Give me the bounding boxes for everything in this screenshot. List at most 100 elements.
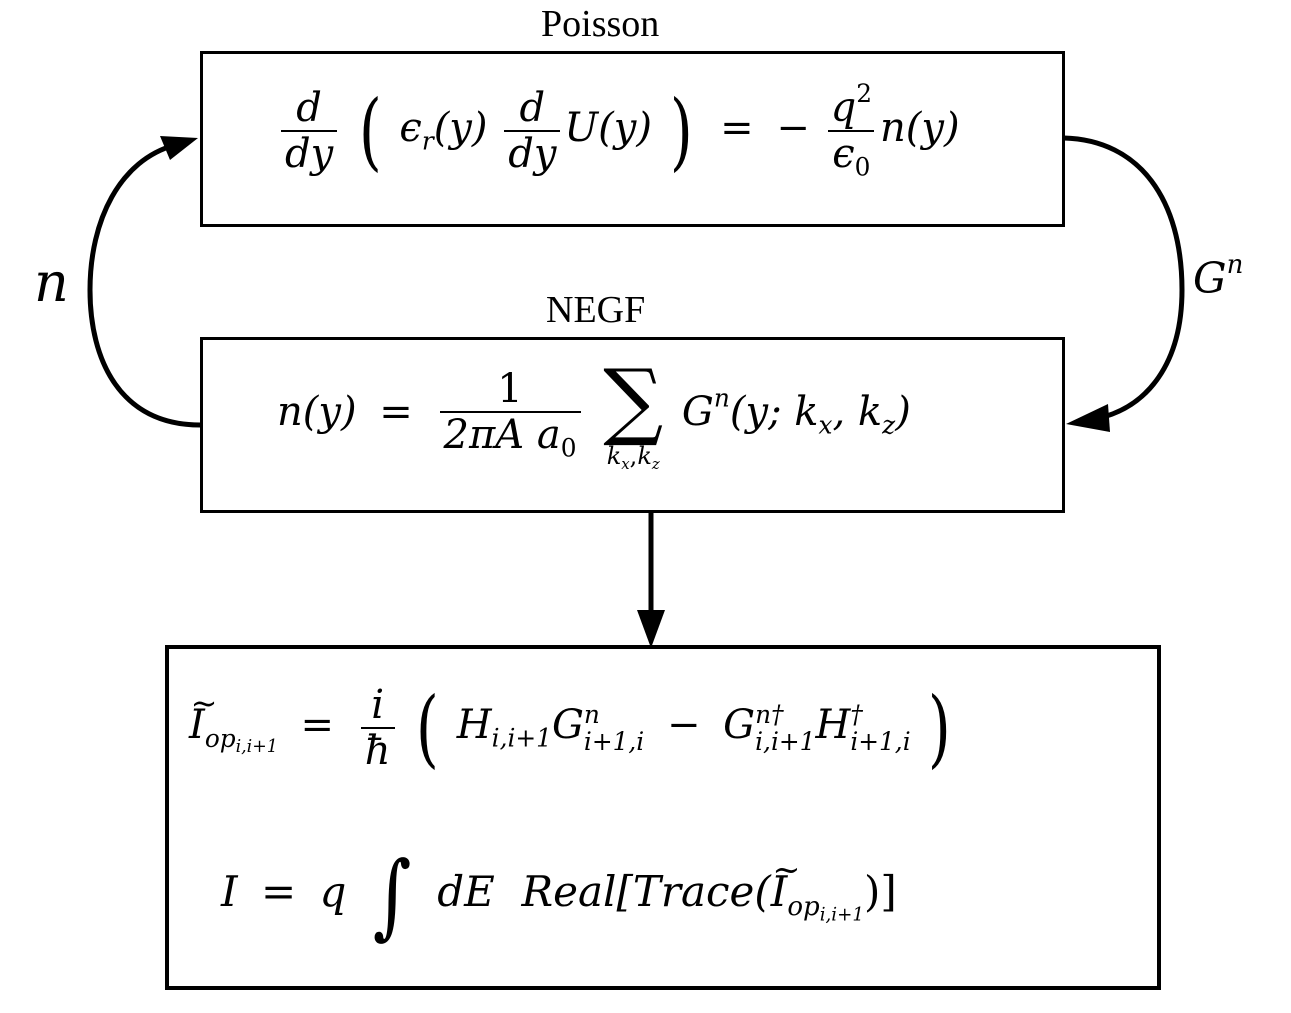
eq2-close: )]: [864, 867, 897, 917]
eps0-denominator: ϵ0: [828, 129, 875, 182]
negf-lhs: n(y): [277, 389, 357, 436]
kx-subscript: x: [621, 455, 630, 474]
integral-sign: ∫: [372, 841, 412, 949]
negf-args-c: ): [895, 389, 911, 436]
total-i: I: [221, 867, 238, 917]
epsilon-subscript: r: [421, 126, 434, 156]
hbar-denominator: ħ: [360, 727, 395, 771]
g2-scripts: n†i,i+1: [755, 699, 816, 756]
g2: G: [723, 702, 756, 748]
summation: ∑ kx,kz: [603, 358, 663, 472]
negf-title: NEGF: [546, 289, 646, 331]
i-op-subscript: opi,i+1: [204, 723, 278, 756]
epsilon-symbol: ϵ: [399, 105, 422, 152]
poisson-equation: d dy ( ϵr(y) d dy U(y) ) = − q2 ϵ0 n(y): [277, 79, 960, 182]
eq2-op-text: op: [787, 892, 820, 923]
q-exponent: 2: [856, 79, 873, 108]
potential-term: U(y): [564, 105, 652, 152]
h2-sup: †: [850, 699, 863, 729]
kz-subscript: z: [651, 455, 660, 474]
h1-sub: i,i+1: [491, 723, 552, 753]
g2-sup: n†: [755, 699, 784, 729]
op-text: op: [204, 723, 236, 753]
g1-sub: i+1,i: [583, 727, 645, 756]
left-feedback-arrowhead: [160, 136, 198, 160]
g2-sub: i,i+1: [755, 727, 816, 756]
negf-equation: n(y) = 1 2πA a0 ∑ kx,kz Gn(y; kx, kz): [277, 358, 911, 472]
fraction-denominator: dy: [281, 130, 338, 174]
negf-g: G: [681, 389, 714, 436]
total-current-equation: I = q ∫ dE Real[Trace(Iopi,i+1)]: [221, 841, 897, 949]
eq2-i-tilde: I: [771, 853, 800, 913]
eq2-real-trace: Real[Trace(: [521, 867, 771, 917]
q-symbol: q: [830, 84, 857, 131]
poisson-box: d dy ( ϵr(y) d dy U(y) ) = − q2 ϵ0 n(y): [200, 51, 1065, 227]
right-feedback-arrowhead: [1066, 404, 1110, 432]
h1: H: [456, 702, 492, 748]
i-hbar-fraction: i ħ: [360, 682, 395, 771]
g-superscript: n: [1226, 250, 1244, 280]
eps0-subscript: 0: [854, 152, 871, 182]
eq2-op-subsub: i,i+1: [819, 904, 864, 926]
density-term: n(y): [880, 105, 960, 152]
eq1-lparen: (: [416, 679, 440, 777]
h2-scripts: †i+1,i: [850, 699, 911, 756]
eq1-minus: −: [666, 702, 701, 748]
q2-numerator: q2: [827, 79, 876, 131]
h2-sub: i+1,i: [850, 727, 911, 756]
sigma-symbol: ∑: [603, 351, 664, 449]
eq1-rparen: ): [928, 679, 952, 777]
eq2-i-op-subscript: opi,i+1: [787, 892, 864, 924]
eq2-q: q: [319, 867, 347, 917]
eq1-equals: =: [300, 702, 335, 748]
poisson-title: Poisson: [541, 3, 660, 45]
fraction-numerator-2: d: [519, 85, 546, 132]
q2-eps0-fraction: q2 ϵ0: [827, 79, 876, 182]
eq2-equals: =: [260, 867, 297, 917]
left-paren: (: [358, 82, 382, 181]
negf-args-x: x: [818, 410, 833, 440]
fraction-denominator-2: dy: [504, 130, 561, 174]
kz-symbol: k: [637, 442, 652, 470]
fraction-numerator: d: [296, 85, 322, 132]
den-2piA: 2πA: [443, 411, 525, 458]
right-paren: ): [669, 82, 693, 181]
left-arrow-label: n: [34, 251, 69, 314]
negf-box: n(y) = 1 2πA a0 ∑ kx,kz Gn(y; kx, kz): [200, 337, 1065, 513]
negf-g-sup: n: [713, 383, 730, 413]
sum-limits: kx,kz: [607, 444, 660, 472]
right-arrow-label: Gn: [1193, 252, 1243, 300]
op-subsub: i,i+1: [235, 736, 278, 757]
h2: H: [815, 702, 851, 748]
i-tilde: I: [189, 687, 217, 745]
prefactor-numerator: 1: [497, 365, 523, 412]
eps0-symbol: ϵ: [832, 130, 855, 177]
negf-args-a: (y; k: [729, 389, 819, 436]
prefactor-denominator: 2πA a0: [439, 410, 581, 463]
right-feedback-arrow: [1063, 135, 1185, 423]
i-numerator: i: [371, 682, 385, 728]
eq2-dE: dE: [437, 867, 495, 917]
g-symbol: G: [1193, 253, 1227, 303]
equals-sign: =: [720, 105, 754, 152]
den-a: a: [536, 411, 561, 458]
g1-sup: n: [583, 699, 600, 729]
negf-args-b: , k: [832, 389, 883, 436]
kx-symbol: k: [606, 442, 622, 470]
negf-equals: =: [379, 389, 413, 436]
negf-prefactor: 1 2πA a0: [439, 365, 581, 463]
limit-comma: ,: [629, 442, 638, 470]
down-arrowhead: [637, 610, 665, 648]
left-feedback-arrow: [87, 142, 201, 428]
den-a-subscript: 0: [560, 433, 577, 463]
d-dy-fraction: d dy: [281, 85, 338, 174]
d-dy-fraction-2: d dy: [504, 85, 561, 174]
negf-args-z: z: [882, 410, 896, 440]
g1: G: [551, 702, 584, 748]
minus-sign: −: [776, 105, 810, 152]
y-argument: (y): [433, 105, 488, 152]
